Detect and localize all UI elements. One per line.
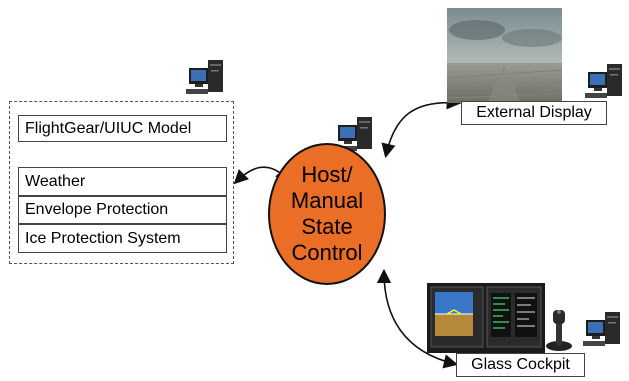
computer-icon bbox=[583, 312, 620, 346]
computer-icon bbox=[585, 64, 622, 98]
hub-label-line-2: Manual bbox=[290, 188, 364, 213]
module-flightgear-model: FlightGear/UIUC Model bbox=[18, 115, 227, 142]
glass-cockpit-label: Glass Cockpit bbox=[456, 353, 585, 377]
flight-simulation-screenshot bbox=[447, 8, 562, 103]
module-envelope-protection: Envelope Protection bbox=[18, 196, 227, 224]
hub-label-line-3: State bbox=[301, 214, 353, 239]
host-manual-state-control-node: Host/ Manual State Control bbox=[268, 143, 386, 285]
cockpit-displays-image bbox=[427, 283, 545, 353]
hub-label-line-1: Host/ bbox=[301, 162, 353, 187]
arrow-hub-to-glass-cockpit bbox=[376, 268, 459, 369]
arrow-hub-to-external-display bbox=[381, 95, 462, 159]
module-ice-protection-system: Ice Protection System bbox=[18, 224, 227, 253]
computer-icon bbox=[186, 60, 223, 94]
software-modules-group: FlightGear/UIUC Model Weather Envelope P… bbox=[9, 101, 234, 264]
module-weather: Weather bbox=[18, 167, 227, 196]
hub-label-line-4: Control bbox=[291, 240, 363, 265]
external-display-label: External Display bbox=[461, 101, 607, 125]
joystick-icon bbox=[546, 310, 572, 351]
